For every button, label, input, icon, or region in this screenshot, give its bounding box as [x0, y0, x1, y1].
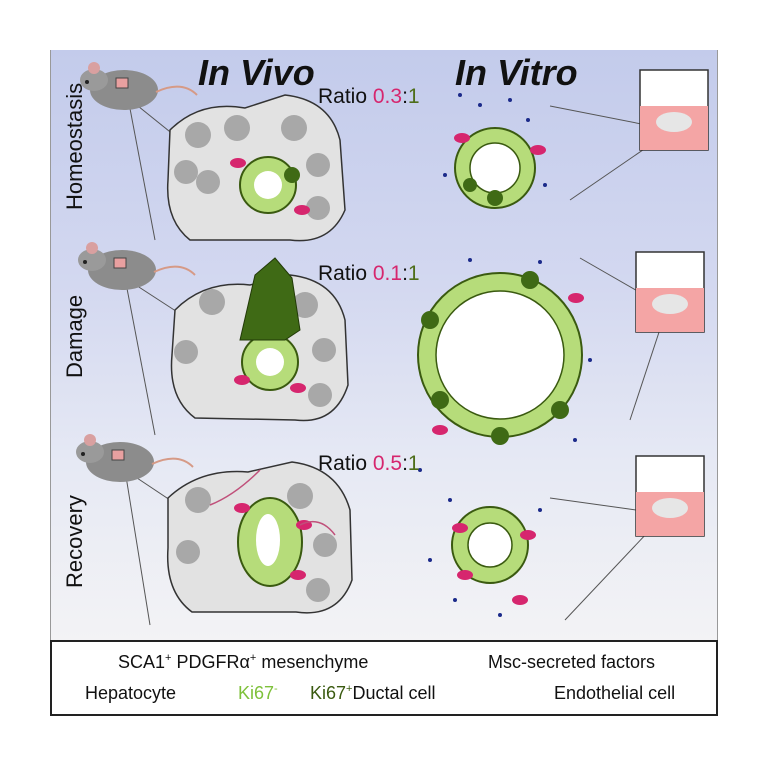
stage-label-damage: Damage [62, 298, 88, 378]
ratio-prefix: Ratio [318, 452, 367, 475]
organoid-homeostasis [454, 128, 546, 208]
ratio-numerator: 0.5 [373, 452, 402, 475]
ratio-denominator: 1 [408, 85, 420, 108]
ratio-damage: Ratio 0.1:1 [318, 262, 420, 286]
legend-mesenchyme: SCA1+ PDGFRα+ mesenchyme [118, 652, 368, 673]
legend-mesenchyme-sca1: SCA1 [118, 652, 165, 672]
legend-ki67-negative: Ki67- [238, 683, 278, 704]
ratio-recovery: Ratio 0.5:1 [318, 452, 420, 476]
culture-well-icon [636, 252, 704, 332]
legend-endothelial: Endothelial cell [554, 683, 675, 704]
legend-hepatocyte: Hepatocyte [85, 683, 176, 704]
mouse-icon [80, 62, 197, 110]
legend-mesenchyme-pdgfra: PDGFRα [171, 652, 249, 672]
ratio-denominator: 1 [408, 262, 420, 285]
legend-ki67-pos-text: Ki67 [310, 683, 346, 703]
mouse-icon [76, 434, 193, 482]
stage-label-homeostasis: Homeostasis [62, 100, 88, 210]
culture-well-icon [636, 456, 704, 536]
legend-ki67-positive: Ki67+Ductal cell [310, 683, 436, 704]
organoid-damage [418, 271, 584, 445]
ratio-denominator: 1 [408, 452, 420, 475]
ratio-numerator: 0.3 [373, 85, 402, 108]
legend-sup: - [274, 683, 278, 695]
culture-well-icon [640, 70, 708, 150]
in-vitro-title: In Vitro [455, 52, 578, 94]
legend-factors: Msc-secreted factors [488, 652, 655, 673]
ratio-numerator: 0.1 [373, 262, 402, 285]
mouse-icon [78, 242, 195, 290]
ratio-homeostasis: Ratio 0.3:1 [318, 85, 420, 109]
legend-mesenchyme-label: mesenchyme [256, 652, 368, 672]
ratio-prefix: Ratio [318, 262, 367, 285]
stage-label-recovery: Recovery [62, 498, 88, 588]
ratio-prefix: Ratio [318, 85, 367, 108]
organoid-recovery [452, 507, 536, 605]
legend-ductal: Ductal cell [352, 683, 435, 703]
legend-ki67-neg-text: Ki67 [238, 683, 274, 703]
in-vivo-title: In Vivo [198, 52, 315, 94]
